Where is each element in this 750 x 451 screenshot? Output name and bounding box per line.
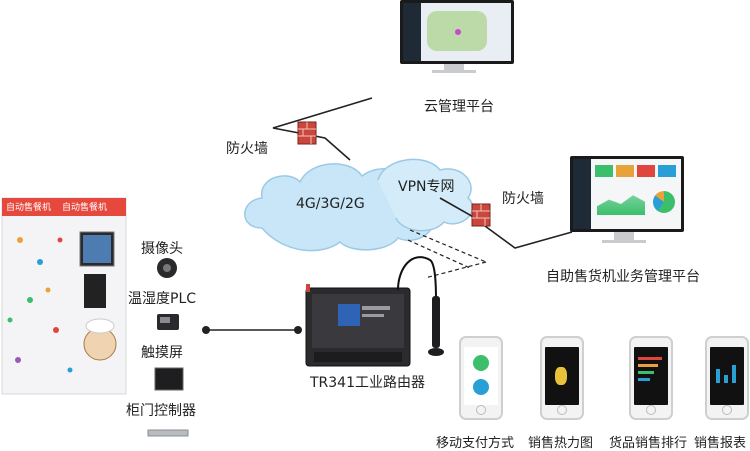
vending-sign-right: 自动售餐机 bbox=[62, 203, 108, 213]
label-mobile-pay: 移动支付方式 bbox=[436, 436, 515, 451]
phone-ranking bbox=[629, 336, 673, 420]
cloud-platform-screen bbox=[400, 0, 514, 64]
signal-dash-3 bbox=[407, 239, 471, 269]
right-wan-line bbox=[439, 197, 573, 249]
label-vending-platform: 自助售货机业务管理平台 bbox=[546, 269, 700, 285]
label-vpn: VPN专网 bbox=[398, 179, 455, 195]
link-dot-left bbox=[202, 326, 210, 334]
phone-report bbox=[705, 336, 749, 420]
plc-icon bbox=[157, 314, 179, 330]
touchscreen-icon bbox=[154, 367, 184, 391]
label-door-controller: 柜门控制器 bbox=[126, 403, 196, 419]
dashboard-tile-3 bbox=[637, 165, 655, 177]
label-camera: 摄像头 bbox=[141, 241, 183, 257]
phone-mobile-pay bbox=[459, 336, 503, 420]
vending-platform-monitor bbox=[570, 156, 684, 250]
cloud-platform-monitor bbox=[400, 0, 514, 78]
label-ranking: 货品销售排行 bbox=[609, 436, 688, 451]
label-touchscreen: 触摸屏 bbox=[141, 345, 183, 361]
label-cloud-platform: 云管理平台 bbox=[424, 99, 494, 115]
phone-heatmap bbox=[540, 336, 584, 420]
label-network-4g: 4G/3G/2G bbox=[296, 196, 365, 212]
vending-machine-icon bbox=[1, 197, 127, 395]
vending-sign-left: 自动售餐机 bbox=[6, 203, 52, 213]
top-wan-line bbox=[272, 97, 373, 161]
vending-platform-screen bbox=[570, 156, 684, 232]
network-cloud bbox=[244, 158, 474, 252]
label-report: 销售报表 bbox=[694, 436, 747, 451]
firewall-right-icon bbox=[471, 203, 491, 227]
door-controller-icon bbox=[147, 429, 189, 437]
label-firewall-right: 防火墙 bbox=[502, 191, 544, 207]
label-plc: 温湿度PLC bbox=[128, 291, 197, 307]
dashboard-tile-2 bbox=[616, 165, 634, 177]
dashboard-tile-4 bbox=[658, 165, 676, 177]
label-firewall-top: 防火墙 bbox=[226, 141, 268, 157]
firewall-top-icon bbox=[297, 121, 317, 145]
camera-icon bbox=[157, 258, 177, 278]
label-heatmap: 销售热力图 bbox=[528, 436, 594, 451]
link-dot-right bbox=[294, 326, 302, 334]
label-router: TR341工业路由器 bbox=[310, 375, 426, 391]
dashboard-tile-1 bbox=[595, 165, 613, 177]
router-icon bbox=[305, 256, 444, 367]
